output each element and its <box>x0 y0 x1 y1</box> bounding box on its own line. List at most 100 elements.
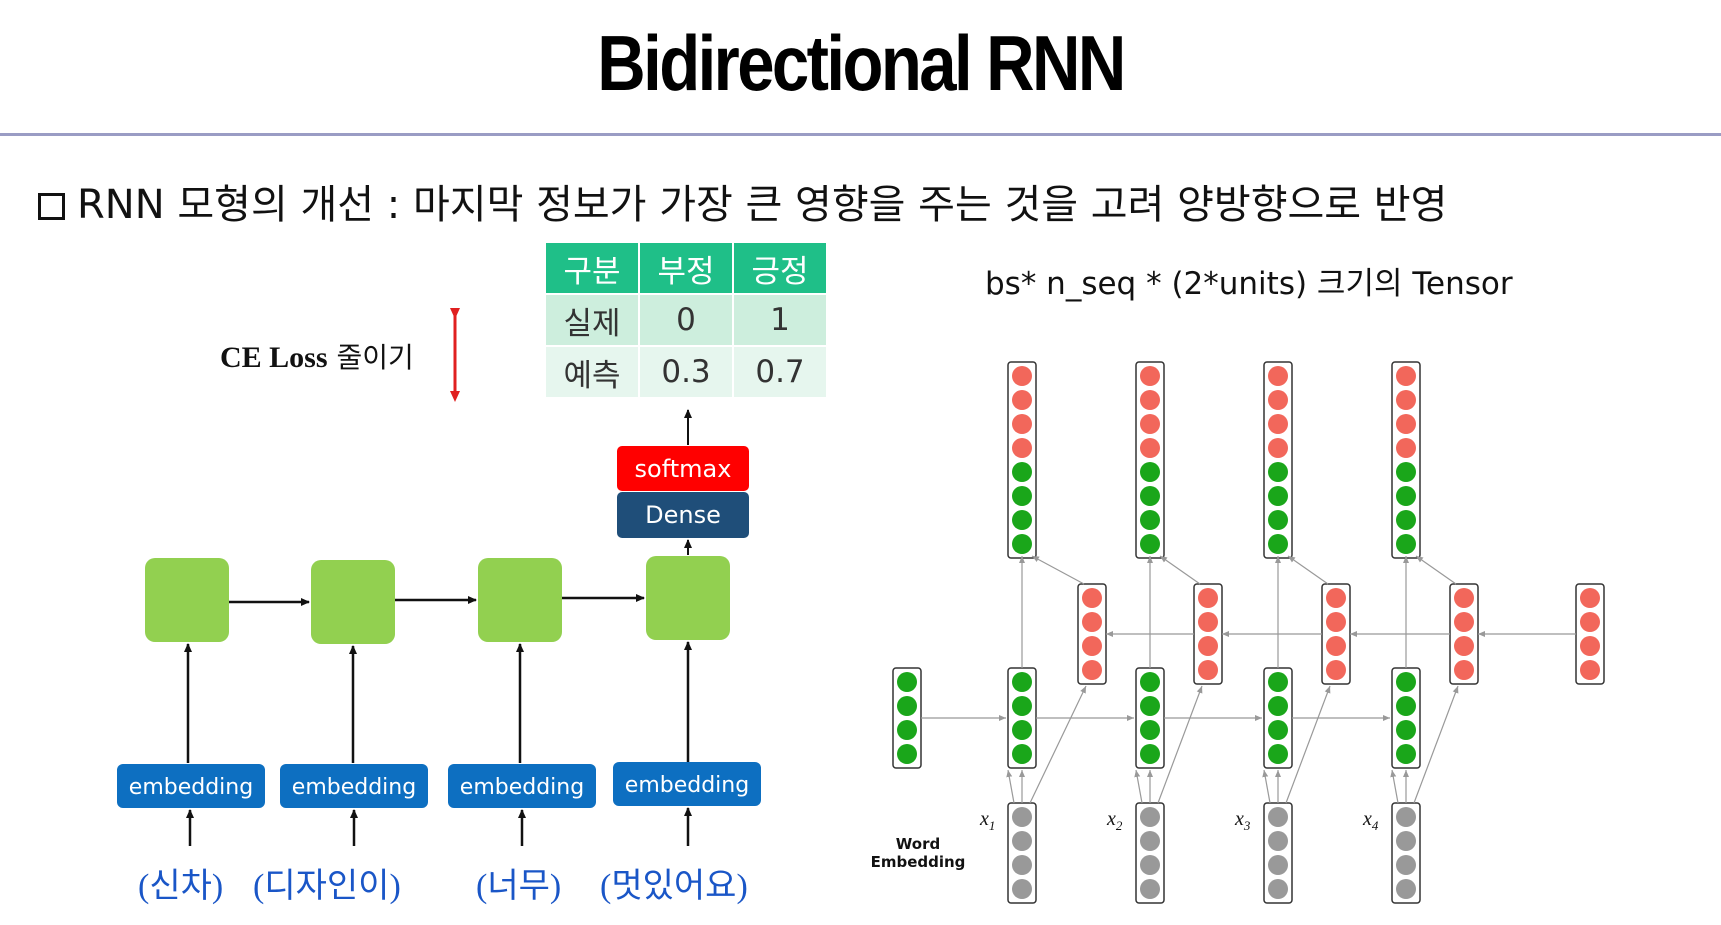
rnn-cell <box>145 558 229 642</box>
flow-arrow <box>1390 769 1399 804</box>
checkbox-bullet-icon <box>38 193 65 220</box>
output-vector-unit <box>1396 462 1416 482</box>
output-vector-unit <box>1268 462 1288 482</box>
input-vector-unit <box>1396 807 1416 827</box>
flow-arrow <box>1006 769 1015 804</box>
x-label: x4 <box>1363 808 1378 834</box>
input-vector-unit <box>1012 831 1032 851</box>
embedding-box <box>448 764 596 808</box>
output-vector-unit <box>1268 366 1288 386</box>
embedding-label: embedding <box>460 775 584 800</box>
input-vector-unit <box>1268 807 1288 827</box>
output-vector-unit <box>1012 534 1032 554</box>
backward-state-unit <box>1198 636 1218 656</box>
x-sub: 1 <box>988 818 996 833</box>
backward-state-unit <box>1580 588 1600 608</box>
output-vector-unit <box>1012 438 1032 458</box>
table-header-cell: 구분 <box>546 243 640 295</box>
input-vector-unit <box>1396 831 1416 851</box>
output-vector-unit <box>1396 366 1416 386</box>
output-vector-unit <box>1268 486 1288 506</box>
ce-loss-bold: CE Loss <box>220 341 328 374</box>
forward-state-unit <box>1140 720 1160 740</box>
output-vector-unit <box>1396 438 1416 458</box>
flow-arrow <box>1415 555 1457 585</box>
forward-state-unit <box>1396 744 1416 764</box>
forward-state-unit <box>1012 696 1032 716</box>
input-vector-unit <box>1140 855 1160 875</box>
backward-state-unit <box>1082 660 1102 680</box>
flow-arrow <box>1031 555 1085 585</box>
rnn-cell <box>646 556 730 640</box>
output-vector-unit <box>1140 438 1160 458</box>
output-vector-unit <box>1140 486 1160 506</box>
table-header-cell: 긍정 <box>733 243 828 295</box>
table-cell: 0 <box>639 294 734 347</box>
dense-label: Dense <box>645 501 721 529</box>
x-sub: 2 <box>1115 818 1123 833</box>
input-vector-unit <box>1140 879 1160 899</box>
backward-state-unit <box>1198 660 1218 680</box>
x-var: x <box>980 808 989 830</box>
input-vector-unit <box>1396 855 1416 875</box>
input-vector-unit <box>1268 879 1288 899</box>
backward-state-unit <box>1082 612 1102 632</box>
embedding-box <box>117 764 265 808</box>
embedding-label: embedding <box>129 775 253 800</box>
page-title: Bidirectional RNN <box>597 19 1126 107</box>
embedding-box <box>280 764 428 808</box>
output-vector-unit <box>1012 510 1032 530</box>
output-vector-unit <box>1012 390 1032 410</box>
forward-state-unit <box>1396 672 1416 692</box>
output-vector-unit <box>1140 510 1160 530</box>
output-vector-unit <box>1396 414 1416 434</box>
table-cell: 1 <box>733 294 828 347</box>
output-vector-unit <box>1396 390 1416 410</box>
table-cell: 실제 <box>546 294 640 347</box>
forward-initial-state-unit <box>897 720 917 740</box>
output-vector-unit <box>1396 510 1416 530</box>
input-vector-unit <box>1268 855 1288 875</box>
forward-initial-state-unit <box>897 744 917 764</box>
table-row: 예측 0.3 0.7 <box>546 346 828 399</box>
backward-state-unit <box>1580 636 1600 656</box>
table-header-cell: 부정 <box>639 243 734 295</box>
ce-loss-label: CE Loss 줄이기 <box>220 336 414 376</box>
output-vector-unit <box>1140 414 1160 434</box>
flow-arrow <box>1029 685 1087 804</box>
output-vector-unit <box>1268 438 1288 458</box>
embedding-label: embedding <box>292 775 416 800</box>
forward-state-unit <box>1140 696 1160 716</box>
word-embedding-label: Word Embedding <box>870 835 966 871</box>
backward-state-unit <box>1326 660 1346 680</box>
bidirectional-rnn-figure <box>892 361 1605 904</box>
backward-state-unit <box>1326 612 1346 632</box>
embedding-box <box>613 762 761 806</box>
backward-state-unit <box>1198 588 1218 608</box>
prediction-table: 구분 부정 긍정 실제 0 1 예측 0.3 0.7 <box>546 243 828 399</box>
output-vector-unit <box>1140 534 1160 554</box>
x-var: x <box>1107 808 1116 830</box>
flow-arrow <box>1285 685 1331 804</box>
x-sub: 4 <box>1371 818 1379 833</box>
embedding-label: embedding <box>625 773 749 798</box>
ce-loss-suffix: 줄이기 <box>327 341 414 374</box>
x-label: x2 <box>1107 808 1122 834</box>
flow-arrow <box>1262 769 1271 804</box>
x-sub: 3 <box>1243 818 1251 833</box>
forward-state-unit <box>1268 744 1288 764</box>
backward-state-unit <box>1580 660 1600 680</box>
output-vector-unit <box>1396 486 1416 506</box>
backward-state-unit <box>1454 660 1474 680</box>
output-vector-unit <box>1012 414 1032 434</box>
forward-state-unit <box>1012 672 1032 692</box>
backward-state-unit <box>1454 612 1474 632</box>
input-vector-unit <box>1396 879 1416 899</box>
input-word: (신차) <box>138 868 224 905</box>
forward-state-unit <box>1140 744 1160 764</box>
x-label: x3 <box>1235 808 1250 834</box>
backward-state-unit <box>1326 636 1346 656</box>
table-cell: 예측 <box>546 346 640 399</box>
x-label: x1 <box>980 808 995 834</box>
